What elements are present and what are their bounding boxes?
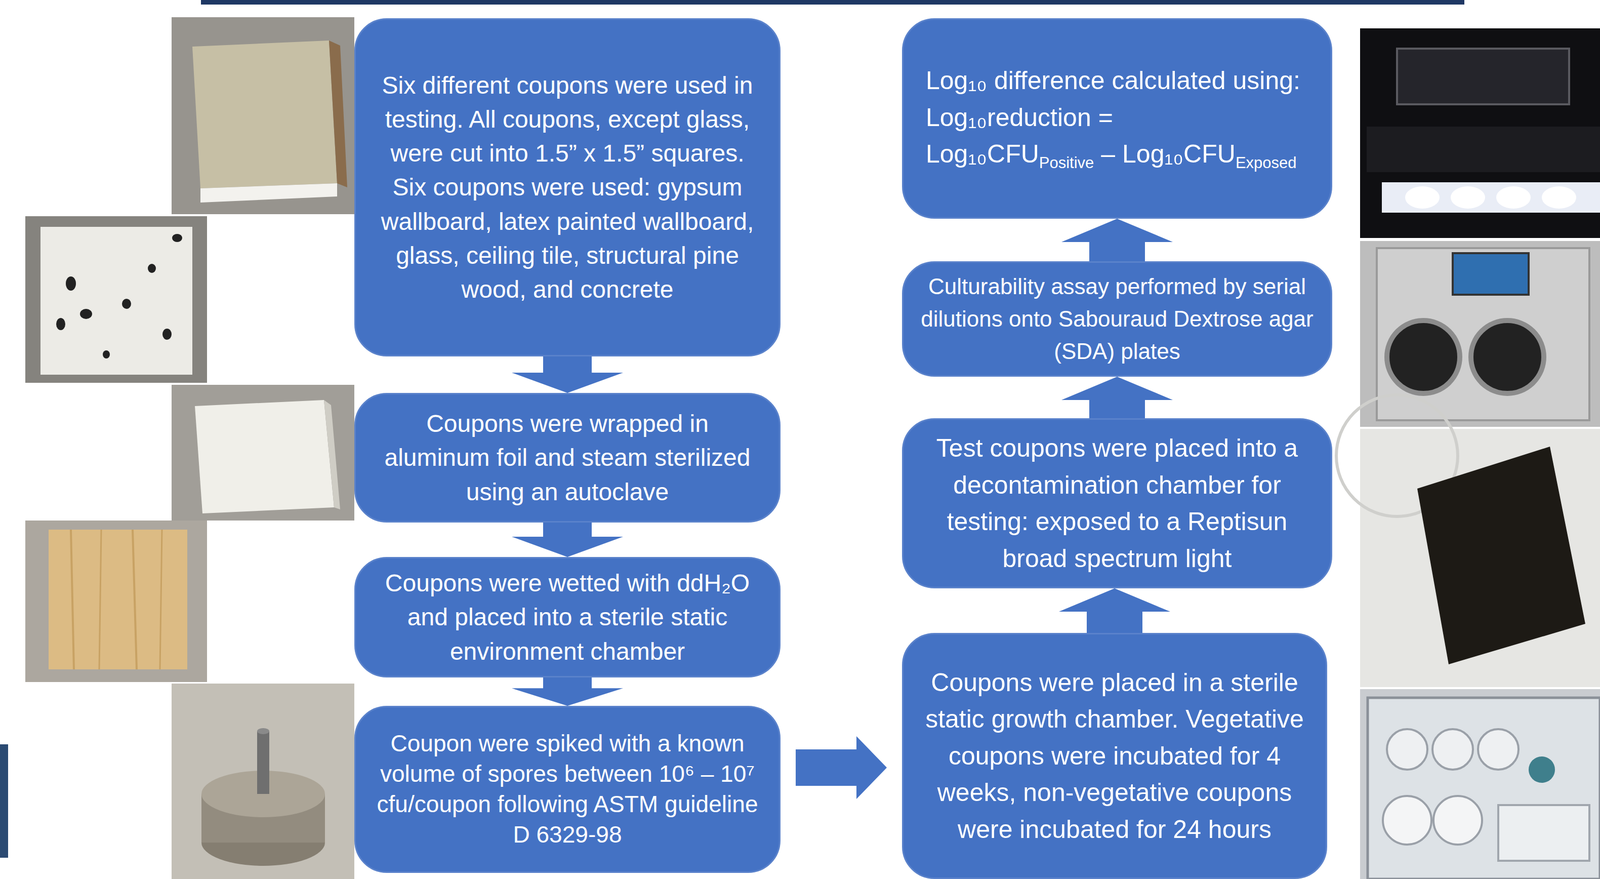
formula-text: Log₁₀ difference calculated using:	[925, 66, 1301, 95]
growth-chamber	[1367, 697, 1600, 879]
box-text: Coupons were wetted with ddH₂O and place…	[373, 565, 762, 669]
process-box: Coupons were wetted with ddH₂O and place…	[354, 556, 781, 678]
tile-hole	[172, 233, 183, 242]
wood-grain	[70, 529, 74, 670]
ceiling-tile-coupon	[40, 226, 193, 375]
box-text: Culturability assay performed by serial …	[920, 270, 1314, 367]
block-arrow	[1061, 218, 1173, 262]
process-box: Log₁₀ difference calculated using: Log₁₀r…	[901, 18, 1333, 219]
light-bulb	[1450, 186, 1486, 209]
process-box: Coupons were placed in a sterile static …	[901, 632, 1328, 879]
concrete-bolt	[257, 730, 270, 794]
box-text: Coupons were wrapped in aluminum foil an…	[373, 406, 762, 509]
chamber-fitting	[1528, 756, 1555, 783]
photo-ground	[171, 683, 355, 879]
tile-hole	[121, 298, 132, 309]
tile-hole	[162, 328, 172, 340]
photo-ground	[25, 520, 208, 682]
wood-grain	[132, 529, 137, 670]
photo-ground	[25, 216, 208, 383]
light-bulb	[1496, 186, 1531, 209]
light-bulb	[1541, 186, 1577, 209]
process-box: Culturability assay performed by serial …	[901, 261, 1333, 377]
formula-text: – Log₁₀CFU	[1100, 139, 1236, 169]
chamber-lid	[1397, 48, 1570, 105]
process-box: Coupons were wrapped in aluminum foil an…	[354, 392, 781, 523]
tile-hole	[79, 308, 93, 319]
sample-tray	[1498, 804, 1590, 861]
side-marker	[0, 744, 9, 858]
mold-coupon	[1417, 446, 1586, 665]
petri-dish	[1386, 728, 1428, 770]
tile-hole	[65, 276, 76, 291]
petri-dish	[1382, 795, 1432, 845]
glove-box	[1376, 248, 1590, 421]
photo-ground	[1360, 240, 1600, 427]
block-arrow	[795, 735, 887, 799]
gypsum-coupon	[192, 40, 338, 189]
subscript-text: Positive	[1039, 153, 1095, 172]
photo-ground	[1360, 428, 1600, 687]
tile-hole	[56, 317, 66, 331]
wood-coupon	[48, 529, 188, 670]
gypsum-edge	[200, 183, 338, 203]
gypsum-side	[329, 40, 348, 188]
photo-ground	[171, 384, 355, 521]
painted-edge	[323, 399, 341, 510]
formula-text: Log₁₀reduction =	[925, 103, 1114, 132]
chamber-wall	[1366, 126, 1600, 173]
formula-line: Log₁₀ difference calculated using:	[925, 62, 1301, 100]
petri-dish	[1433, 795, 1483, 845]
formula-line: Log₁₀reduction =	[925, 99, 1114, 137]
top-bar	[200, 0, 1465, 5]
glove-port	[1470, 320, 1544, 394]
box-text: Coupon were spiked with a known volume o…	[373, 728, 762, 850]
photo-ground	[171, 17, 355, 215]
light-bulb	[1405, 186, 1440, 209]
painted-coupon	[194, 399, 335, 514]
photo-ground	[1360, 28, 1600, 238]
petri-dish	[1478, 728, 1519, 770]
wood-grain	[159, 529, 162, 670]
formula-text: Log₁₀CFU	[925, 139, 1040, 169]
block-arrow	[511, 677, 624, 706]
process-box: Six different coupons were used in testi…	[354, 18, 781, 357]
concrete-bolt	[257, 727, 270, 734]
process-box: Coupon were spiked with a known volume o…	[354, 705, 781, 873]
process-box: Test coupons were placed into a decontam…	[901, 418, 1333, 589]
block-arrow	[1061, 376, 1173, 419]
block-arrow	[511, 356, 624, 393]
photo-ground	[1360, 688, 1600, 879]
box-text: Coupons were placed in a sterile static …	[920, 664, 1309, 848]
block-arrow	[511, 522, 624, 557]
box-text: Test coupons were placed into a decontam…	[920, 429, 1314, 577]
box-text: Six different coupons were used in testi…	[373, 68, 762, 307]
petri-dish	[1432, 728, 1473, 770]
light-bar	[1381, 182, 1600, 213]
block-arrow	[1058, 588, 1171, 633]
formula-line: Log₁₀CFUPositive – Log₁₀CFUExposed	[925, 135, 1297, 175]
tile-hole	[147, 263, 156, 273]
wood-grain	[99, 529, 102, 670]
tile-hole	[102, 350, 110, 359]
glove-port	[1386, 320, 1460, 394]
glove-box-window	[1452, 253, 1529, 295]
subscript-text: Exposed	[1235, 153, 1297, 172]
